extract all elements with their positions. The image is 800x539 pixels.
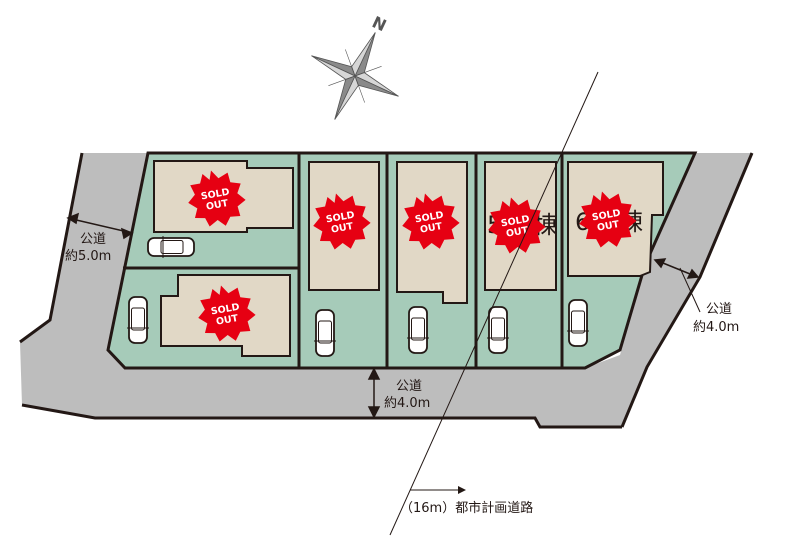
road-area — [20, 153, 752, 427]
left-road-width: 約5.0m — [65, 249, 111, 264]
svg-text:OUT: OUT — [330, 221, 354, 236]
lot-dividers — [123, 153, 564, 368]
compass-rose-icon: N — [311, 12, 399, 120]
road-edge-left — [19, 152, 84, 344]
svg-text:SOLD: SOLD — [325, 210, 355, 226]
right-road-width: 約4.0m — [693, 320, 739, 335]
planned-road-label: （16m）都市計画道路 — [400, 500, 533, 516]
north-label: N — [369, 12, 389, 35]
svg-text:OUT: OUT — [596, 219, 620, 234]
arrow-head-icon — [458, 486, 466, 494]
road-edge-right — [620, 152, 754, 428]
width-arrows — [66, 212, 701, 419]
bottom-road-width: 約4.0m — [384, 396, 430, 411]
svg-text:SOLD: SOLD — [500, 214, 530, 230]
svg-text:SOLD: SOLD — [200, 187, 230, 203]
svg-text:SOLD: SOLD — [591, 208, 621, 224]
svg-text:OUT: OUT — [205, 198, 229, 213]
planned-road-line — [389, 71, 599, 536]
right-road-label: 公道 — [706, 302, 732, 317]
bottom-road-label: 公道 — [396, 379, 422, 394]
svg-text:SOLD: SOLD — [414, 210, 444, 226]
svg-text:OUT: OUT — [505, 225, 529, 240]
svg-text:SOLD: SOLD — [210, 302, 240, 318]
road-edge-bottom — [21, 403, 622, 429]
left-road-label: 公道 — [80, 232, 106, 247]
svg-text:OUT: OUT — [419, 221, 443, 236]
svg-text:OUT: OUT — [215, 313, 239, 328]
